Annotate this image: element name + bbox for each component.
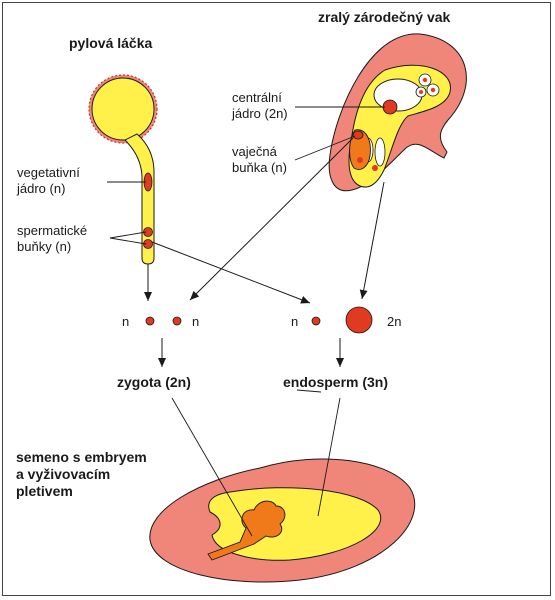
embryo-sac-title: zralý zárodečný vak — [318, 9, 451, 25]
vegetative-nucleus-label: jádro (n) — [16, 181, 65, 196]
egg-cell-label: buňka (n) — [232, 160, 287, 175]
embryo-sac — [328, 33, 467, 192]
ploidy-label: n — [192, 314, 199, 329]
sperm-dot — [311, 316, 321, 326]
egg-cell-nucleus — [352, 130, 364, 140]
central-nucleus-label: centrální — [232, 90, 282, 105]
embryo — [207, 500, 286, 561]
ploidy-label: n — [291, 314, 298, 329]
ploidy-label: 2n — [387, 314, 401, 329]
pollen-grain — [88, 74, 158, 144]
seed — [149, 458, 416, 583]
egg-cell-label: vaječná — [232, 144, 278, 159]
seed-label: pletivem — [16, 483, 73, 499]
central-nucleus-dot — [345, 306, 373, 334]
sperm-dot — [145, 316, 155, 326]
endosperm-label: endosperm (3n) — [283, 374, 388, 390]
zygote-label: zygota (2n) — [117, 374, 191, 390]
central-nucleus-label: jádro (2n) — [231, 106, 288, 121]
vegetative-nucleus-label: vegetativní — [17, 165, 80, 180]
pollen-tube-title: pylová láčka — [69, 35, 152, 51]
seed-label: a vyživovacím — [16, 466, 110, 482]
sperm-cells-label: spermatické — [17, 223, 87, 238]
central-nucleus — [382, 99, 398, 115]
ploidy-label: n — [122, 314, 129, 329]
sperm-cells-label: buňky (n) — [17, 239, 71, 254]
seed-label: semeno s embryem — [16, 449, 147, 465]
egg-dot — [172, 316, 182, 326]
